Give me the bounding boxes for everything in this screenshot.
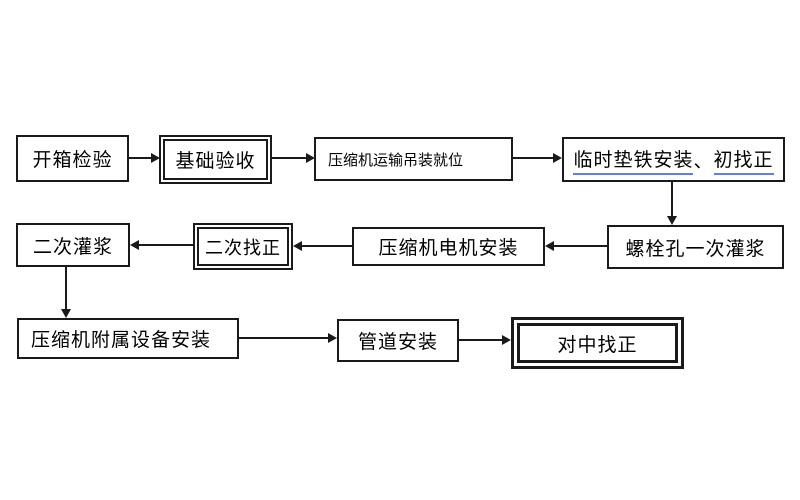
- arrowhead-right-4: [328, 333, 337, 343]
- flow-box-motor-installation: 压缩机电机安装: [352, 227, 545, 266]
- flow-box-center-alignment: 对中找正: [517, 323, 678, 363]
- temp-shim-separator: 、: [693, 151, 714, 172]
- arrow-line-4: [671, 182, 673, 216]
- arrowhead-right-2: [306, 153, 315, 163]
- arrow-line-1: [129, 157, 151, 159]
- arrowhead-right-1: [151, 153, 160, 163]
- arrowhead-right-5: [502, 335, 511, 345]
- arrowhead-down-1: [667, 216, 677, 225]
- arrow-line-10: [459, 339, 502, 341]
- flow-box-temp-shim-alignment: 临时垫铁安装、初找正: [562, 137, 785, 182]
- arrowhead-left-2: [293, 241, 302, 251]
- arrowhead-right-3: [553, 153, 562, 163]
- flow-box-bolt-hole-grouting: 螺栓孔一次灌浆: [607, 225, 784, 269]
- arrow-line-3: [513, 157, 553, 159]
- arrow-line-7: [139, 244, 193, 246]
- arrowhead-left-3: [130, 240, 139, 250]
- flow-box-auxiliary-equipment: 压缩机附属设备安装: [17, 318, 239, 359]
- temp-shim-label-part2: 初找正: [713, 145, 774, 175]
- arrow-line-2: [272, 157, 306, 159]
- arrow-line-9: [239, 337, 328, 339]
- arrow-line-8: [65, 267, 67, 309]
- flow-box-piping-installation: 管道安装: [337, 319, 459, 362]
- flow-box-open-box-inspection: 开箱检验: [16, 135, 129, 182]
- flow-box-transport-hoisting: 压缩机运输吊装就位: [314, 137, 513, 181]
- arrow-line-6: [302, 245, 352, 247]
- flow-box-secondary-grouting: 二次灌浆: [16, 223, 130, 267]
- arrow-line-5: [554, 245, 607, 247]
- temp-shim-label-part1: 临时垫铁安装: [573, 145, 694, 175]
- flow-box-foundation-acceptance: 基础验收: [163, 139, 268, 180]
- flow-box-secondary-alignment: 二次找正: [197, 227, 289, 266]
- arrowhead-down-2: [61, 309, 71, 318]
- arrowhead-left-1: [545, 241, 554, 251]
